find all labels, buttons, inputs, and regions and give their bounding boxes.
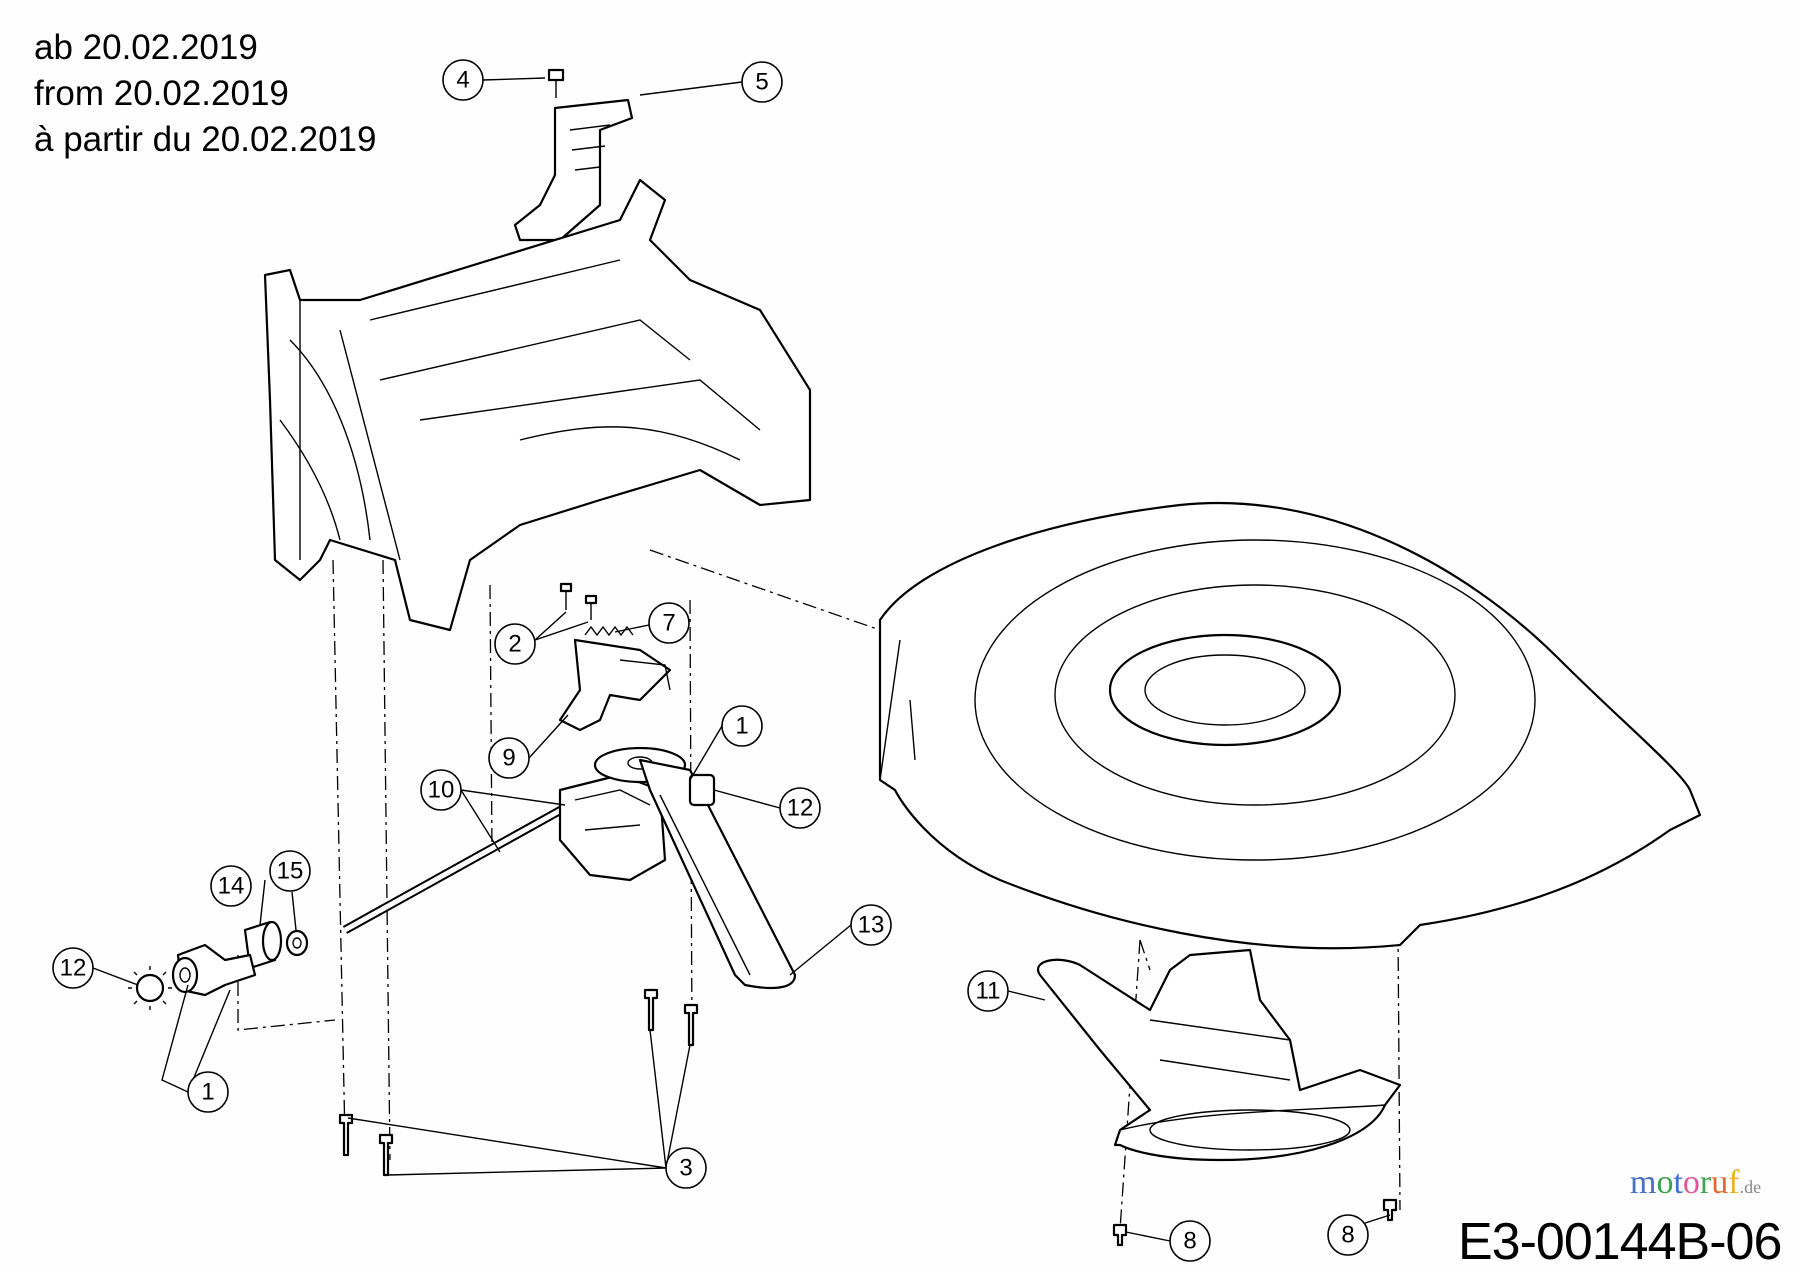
svg-text:1: 1 bbox=[201, 1079, 214, 1106]
mower-deck bbox=[878, 501, 1702, 950]
callout-11: 11 bbox=[967, 970, 1009, 1012]
callout-14: 14 bbox=[210, 865, 252, 907]
part-1-bearing-housing bbox=[171, 943, 257, 997]
callout-5: 5 bbox=[741, 61, 783, 103]
svg-text:5: 5 bbox=[755, 69, 768, 96]
part-5-cover bbox=[513, 98, 634, 242]
svg-text:8: 8 bbox=[1341, 1222, 1354, 1249]
svg-text:7: 7 bbox=[662, 610, 675, 637]
callout-1-bottom: 1 bbox=[187, 1071, 229, 1113]
callout-3: 3 bbox=[665, 1147, 707, 1189]
part-15-washer bbox=[285, 929, 309, 957]
svg-text:3: 3 bbox=[679, 1155, 692, 1182]
rear-housing bbox=[263, 178, 812, 632]
part-2-screws bbox=[559, 582, 598, 620]
callout-1-top: 1 bbox=[721, 705, 763, 747]
callout-15: 15 bbox=[269, 850, 311, 892]
valid-from-fr: à partir du 20.02.2019 bbox=[34, 120, 377, 159]
callout-9: 9 bbox=[488, 737, 530, 779]
part-11-chute bbox=[1036, 948, 1402, 1162]
callout-8-left: 8 bbox=[1169, 1220, 1211, 1262]
svg-text:11: 11 bbox=[976, 978, 1001, 1005]
svg-text:12: 12 bbox=[60, 955, 87, 982]
svg-text:2: 2 bbox=[508, 631, 521, 658]
callout-2: 2 bbox=[494, 623, 536, 665]
callout-8-right: 8 bbox=[1327, 1214, 1369, 1256]
callout-12-right: 12 bbox=[779, 787, 821, 829]
callout-7: 7 bbox=[648, 602, 690, 644]
valid-from-de: ab 20.02.2019 bbox=[34, 28, 258, 67]
callout-10: 10 bbox=[420, 769, 462, 811]
drawing-code: E3-00144B-06 bbox=[1458, 1213, 1782, 1271]
part-12-pinion-right bbox=[688, 773, 716, 807]
svg-text:14: 14 bbox=[218, 873, 245, 900]
svg-text:4: 4 bbox=[456, 67, 469, 94]
svg-text:13: 13 bbox=[858, 912, 885, 939]
part-4-screw bbox=[547, 68, 565, 98]
part-9-bracket bbox=[558, 638, 672, 732]
part-10-gearbox bbox=[342, 773, 667, 934]
callout-13: 13 bbox=[850, 904, 892, 946]
callout-4: 4 bbox=[442, 59, 484, 101]
valid-from-en: from 20.02.2019 bbox=[34, 74, 289, 113]
svg-text:1: 1 bbox=[735, 713, 748, 740]
svg-text:12: 12 bbox=[787, 795, 814, 822]
part-8-screws bbox=[1112, 1198, 1398, 1247]
part-13-belt bbox=[593, 746, 797, 990]
watermark-logo: motoruf.de bbox=[1630, 1164, 1762, 1201]
part-12-pinion-left bbox=[128, 966, 172, 1010]
part-7-spring bbox=[584, 625, 634, 637]
svg-text:8: 8 bbox=[1183, 1228, 1196, 1255]
svg-text:15: 15 bbox=[277, 858, 304, 885]
part-3-bolts bbox=[338, 988, 699, 1177]
callout-12-left: 12 bbox=[52, 947, 94, 989]
svg-text:9: 9 bbox=[502, 745, 515, 772]
assembly-lines bbox=[237, 549, 1401, 1231]
svg-text:10: 10 bbox=[428, 777, 455, 804]
